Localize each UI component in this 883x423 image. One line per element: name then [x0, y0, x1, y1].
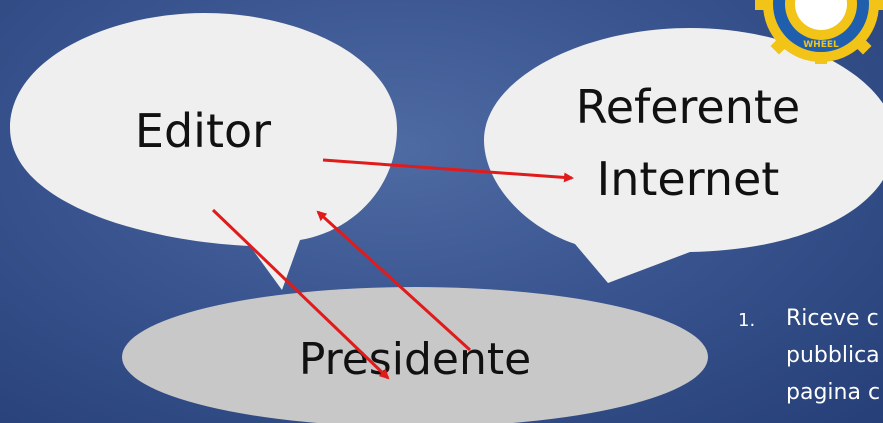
referente-node: Referente Internet	[484, 28, 883, 283]
editor-bubble	[10, 13, 397, 290]
emblem-text: WHEEL	[803, 40, 839, 50]
arrow-editor-to-presidente	[211, 208, 390, 380]
referente-bubble	[484, 28, 883, 283]
referente-label-line1: Referente	[576, 80, 800, 134]
referente-label-line2: Internet	[597, 152, 780, 206]
editor-label: Editor	[135, 104, 271, 158]
arrow-presidente-to-editor	[316, 210, 472, 352]
list-text: Riceve c pubblica pagina c	[786, 300, 880, 411]
arrow-editor-to-referente	[322, 158, 574, 183]
presidente-label: Presidente	[299, 334, 531, 385]
presidente-node: Presidente	[122, 287, 708, 423]
list-number: 1.	[738, 310, 756, 331]
list-line: pagina c	[786, 380, 881, 405]
list-line: pubblica	[786, 343, 880, 368]
editor-node: Editor	[10, 13, 397, 290]
list-line: Riceve c	[786, 306, 879, 331]
presidente-ellipse	[122, 287, 708, 423]
rotary-emblem: WHEEL	[755, 0, 883, 64]
